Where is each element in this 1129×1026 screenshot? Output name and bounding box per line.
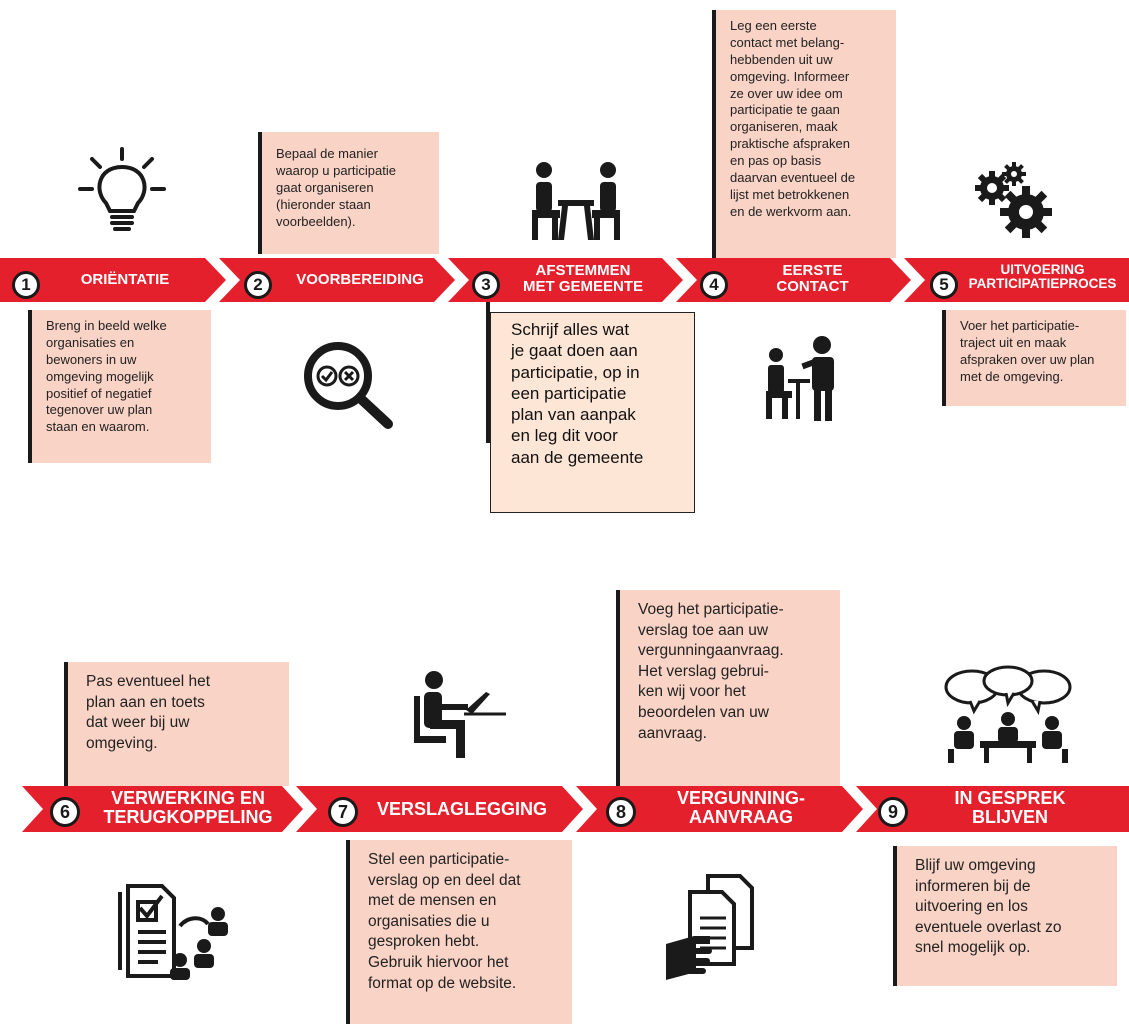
step-number-9: 9: [878, 797, 908, 827]
consultation-icon: [766, 336, 834, 421]
step-5-note: Voer het participatie-traject uit en maa…: [942, 310, 1126, 406]
gears-icon: [975, 162, 1052, 238]
step-number-8: 8: [606, 797, 636, 827]
step-title-2: VOORBEREIDING: [296, 271, 424, 288]
step-title-8: VERGUNNING-AANVRAAG: [676, 788, 805, 827]
step-number-1: 1: [12, 271, 40, 299]
step-7-note: Stel een participatie-verslag op en deel…: [346, 840, 572, 1024]
step-number-4: 4: [700, 271, 728, 299]
step-title-1: ORIËNTATIE: [80, 271, 170, 288]
hand-documents-icon: [666, 874, 754, 980]
checklist-people-icon: [118, 884, 228, 980]
step-3-connector: [486, 302, 490, 443]
timeline-band-top: 1 ORIËNTATIE 2 VOORBEREIDING 3 AFSTEMMEN…: [0, 258, 1129, 302]
step-number-5: 5: [930, 271, 958, 299]
step-number-7: 7: [328, 797, 358, 827]
lightbulb-icon: [78, 147, 166, 231]
timeline-arrows-bottom: [22, 786, 1129, 832]
step-title-7: VERSLAGLEGGING: [376, 799, 547, 819]
person-laptop-icon: [414, 671, 506, 758]
step-number-2: 2: [244, 271, 272, 299]
meeting-table-icon: [532, 162, 620, 240]
step-number-3: 3: [472, 271, 500, 299]
timeline-arrows-top: [0, 258, 1129, 302]
step-number-6: 6: [50, 797, 80, 827]
magnifier-check-cross-icon: [304, 342, 393, 429]
step-8-note: Voeg het participatie-verslag toe aan uw…: [616, 590, 840, 786]
group-conversation-icon: [944, 665, 1072, 763]
